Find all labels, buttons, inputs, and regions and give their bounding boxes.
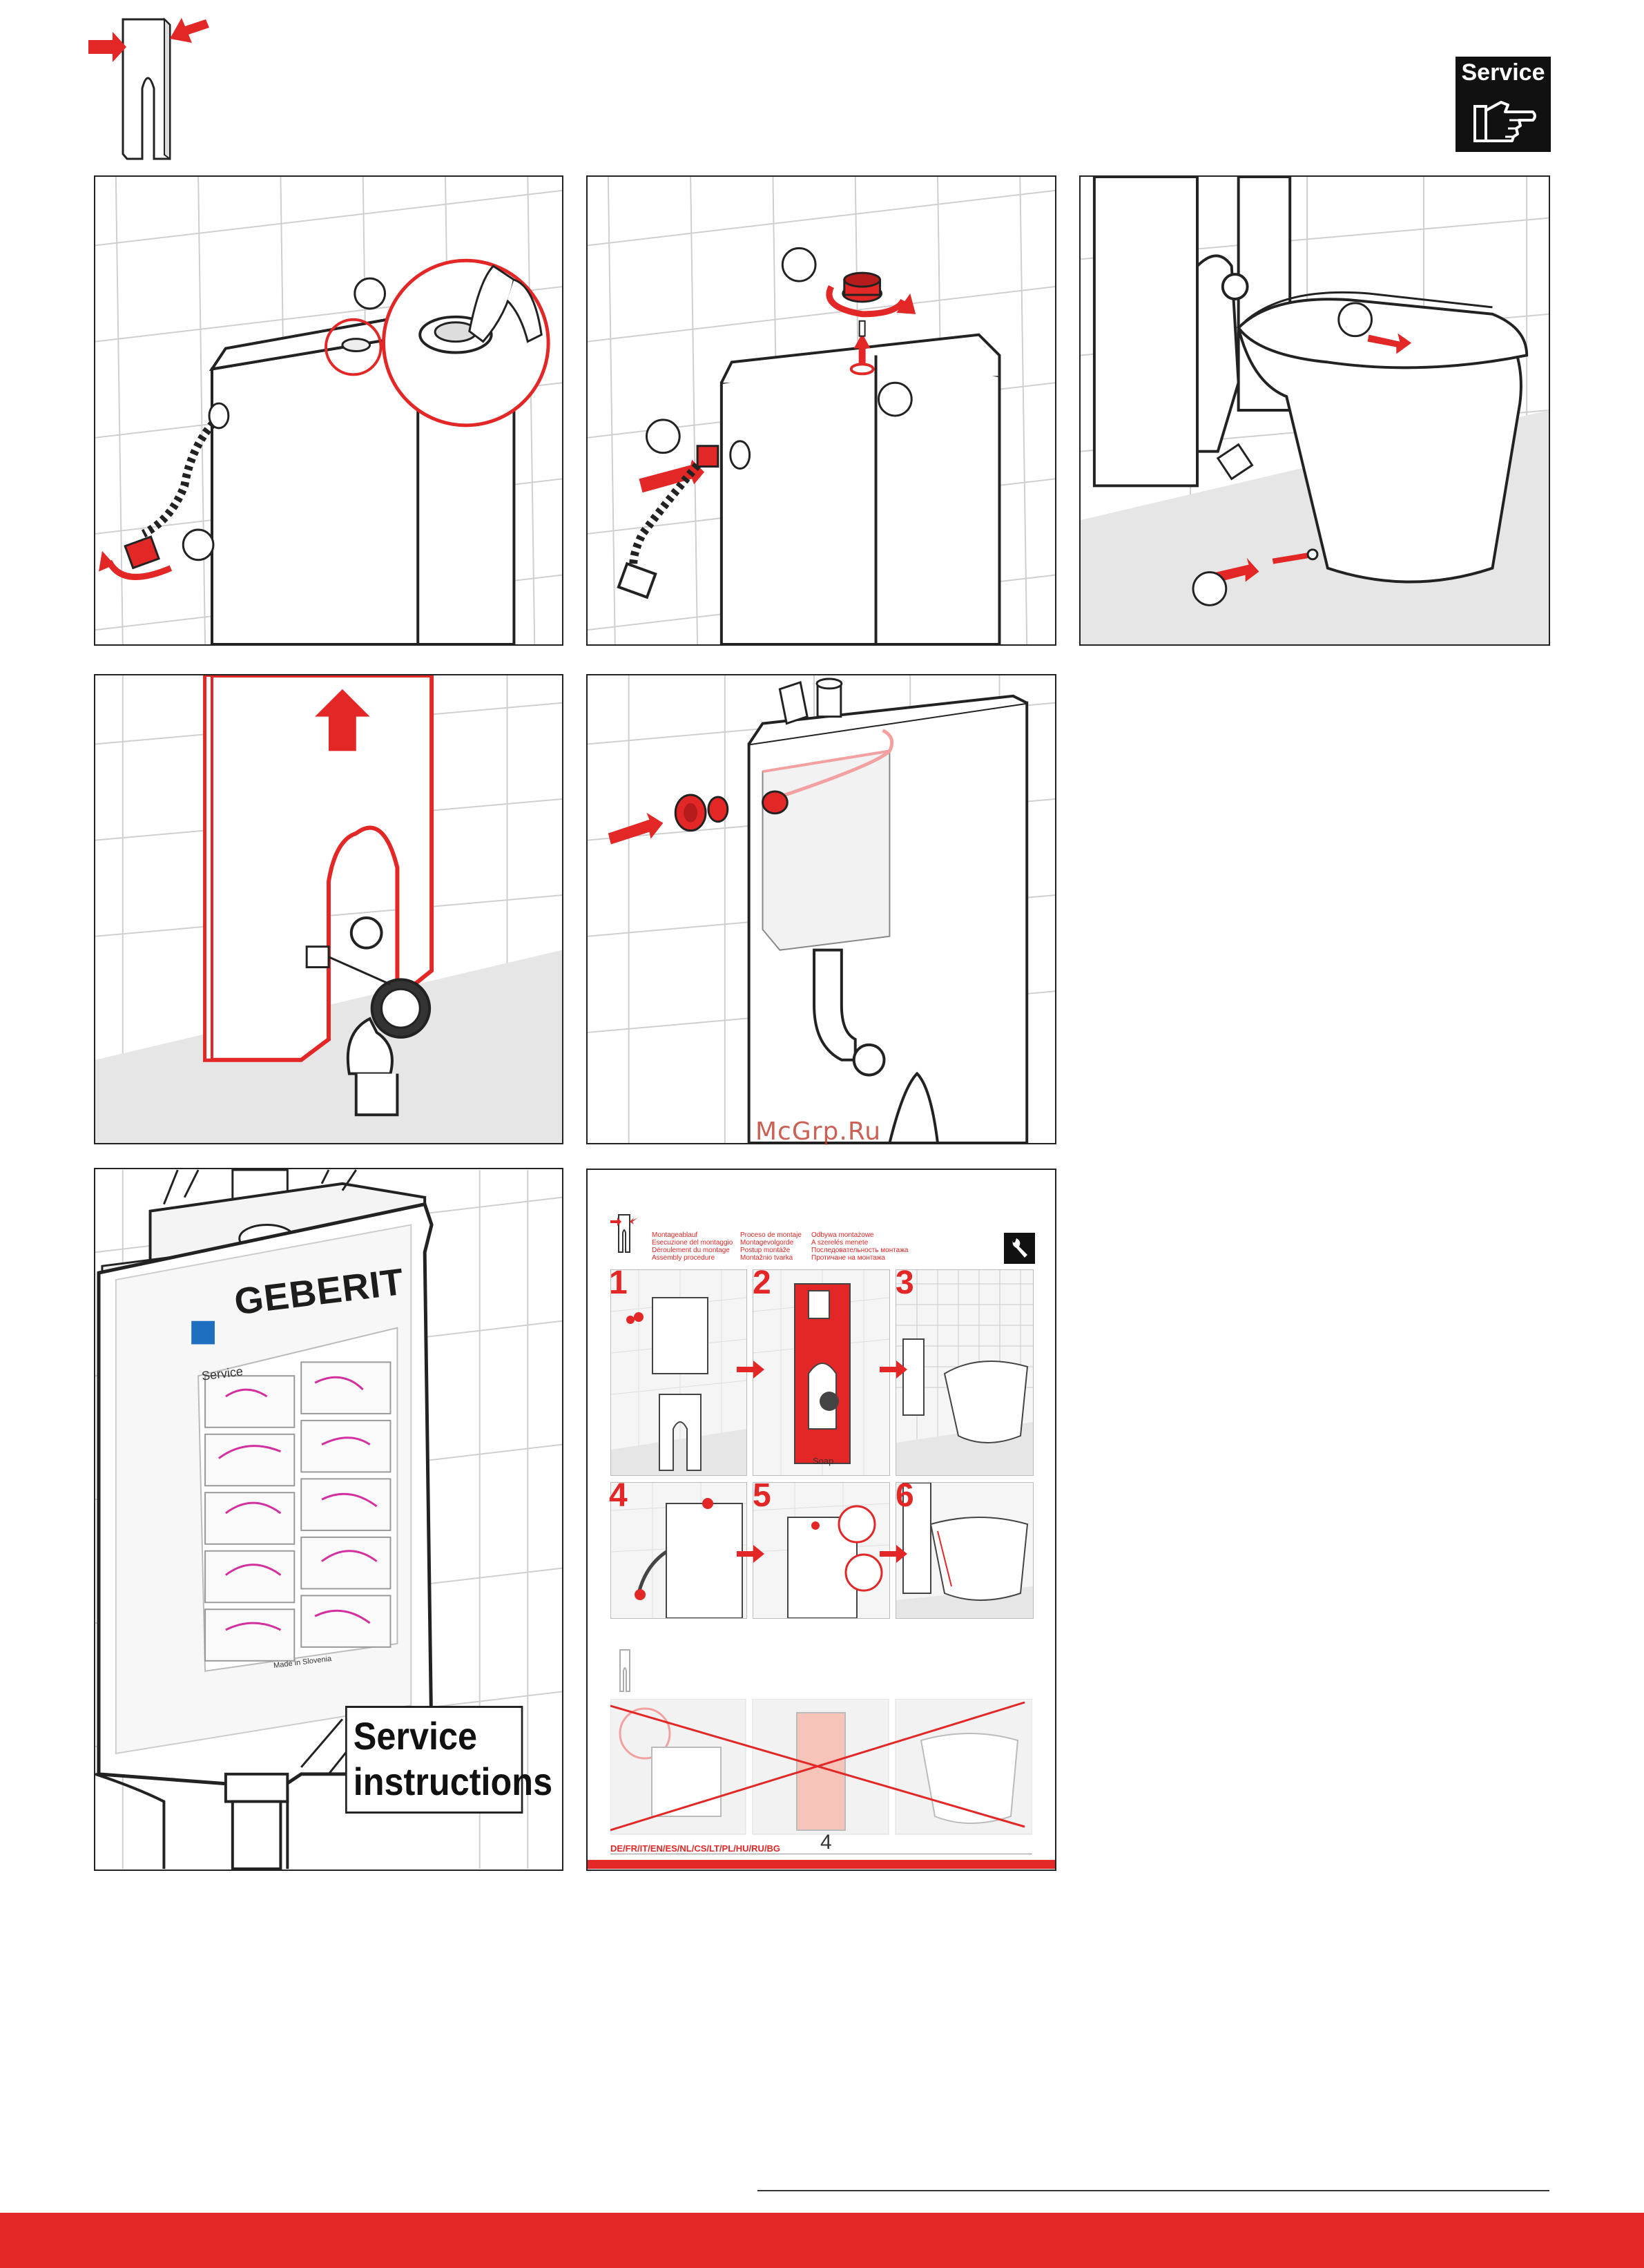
step-panel-disconnect-supply — [94, 175, 563, 646]
mini-step-frame-3 — [896, 1269, 1034, 1476]
mini-heading-col3: Odbywa montażowe A szerelés menete После… — [811, 1231, 909, 1262]
mini-language-list: DE/FR/IT/EN/ES/NL/CS/LT/PL/HU/RU/BG — [610, 1843, 781, 1854]
mini-page-number: 4 — [820, 1831, 832, 1854]
mini-step-number-2: 2 — [753, 1265, 771, 1301]
mini-step-number-5: 5 — [753, 1477, 771, 1514]
mini-step-frame-4 — [610, 1482, 747, 1619]
service-badge: Service — [1456, 57, 1551, 152]
mini-tool-icon — [610, 1212, 638, 1253]
service-instructions-label: Service instructions — [353, 1714, 553, 1803]
mini-soap-label: Soap — [813, 1456, 834, 1466]
mini-heading-col1: Montageablauf Esecuzione del montaggio D… — [652, 1231, 733, 1262]
mini-step-frame-2 — [753, 1269, 890, 1476]
mini-crossed-out-steps — [610, 1698, 1033, 1837]
watermark: McGrp.Ru — [755, 1117, 882, 1146]
mini-arrow-3 — [737, 1545, 764, 1563]
step-panel-lift-tool — [94, 674, 563, 1144]
step-panel-remove-plugs — [586, 674, 1056, 1144]
mini-arrow-4 — [880, 1545, 907, 1563]
mini-step-number-6: 6 — [896, 1477, 914, 1514]
mini-step-frame-6 — [896, 1482, 1034, 1619]
mini-step-frame-5 — [753, 1482, 890, 1619]
mini-faded-tool-icon — [615, 1647, 635, 1694]
step-panel-remove-valve — [586, 175, 1056, 646]
service-badge-label: Service — [1461, 59, 1545, 86]
mini-step-number-3: 3 — [896, 1265, 914, 1301]
mini-step-frame-1 — [610, 1269, 747, 1476]
mini-step-number-1: 1 — [609, 1265, 628, 1301]
step-panel-remove-bowl — [1079, 175, 1550, 646]
mini-arrow-1 — [737, 1361, 764, 1378]
footer-bar — [0, 2213, 1644, 2268]
footer-divider — [757, 2190, 1549, 2191]
mini-wrench-icon — [1004, 1233, 1035, 1264]
mini-arrow-2 — [880, 1361, 907, 1378]
pointing-hand-icon — [1473, 101, 1536, 142]
service-instructions-callout: Service instructions — [345, 1706, 553, 1814]
mini-step-number-4: 4 — [609, 1477, 628, 1514]
install-frame-tool-icon — [81, 12, 213, 166]
mini-heading-col2: Proceso de montaje Montagevolgorde Postu… — [740, 1231, 802, 1262]
